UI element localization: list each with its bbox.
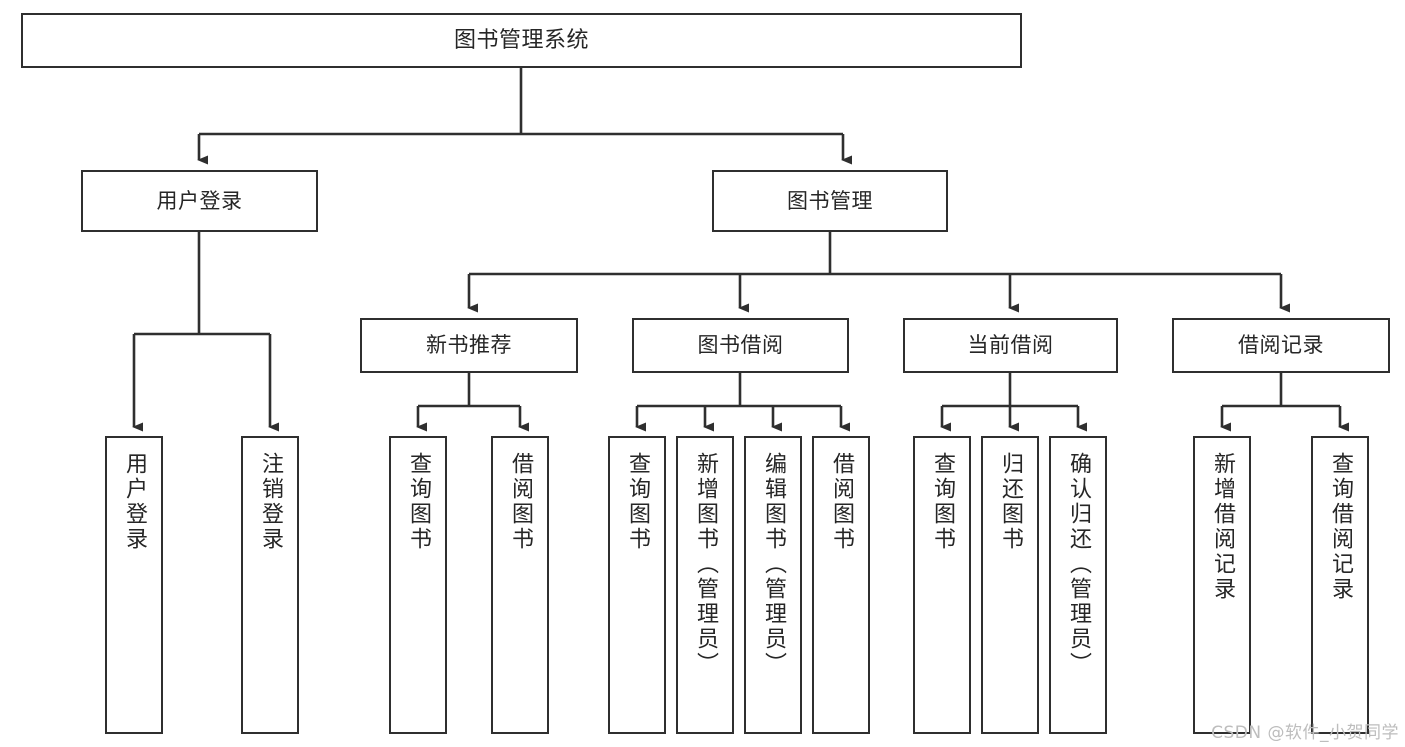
node-label: 借阅图书 bbox=[508, 452, 533, 552]
leaf-book-borrow-add[interactable]: 新增图书（管理员） bbox=[676, 436, 734, 734]
node-label: 用户登录 bbox=[122, 452, 147, 552]
node-label: 注销登录 bbox=[258, 452, 283, 552]
node-label: 图书管理系统 bbox=[453, 27, 589, 53]
leaf-new-book-borrow[interactable]: 借阅图书 bbox=[491, 436, 549, 734]
leaf-book-borrow-borrow[interactable]: 借阅图书 bbox=[812, 436, 870, 734]
node-label: 用户登录 bbox=[156, 188, 243, 213]
node-label: 当前借阅 bbox=[967, 333, 1054, 358]
node-label: 编辑图书（管理员） bbox=[761, 452, 786, 677]
leaf-borrow-record-add[interactable]: 新增借阅记录 bbox=[1193, 436, 1251, 734]
leaf-current-borrow-query[interactable]: 查询图书 bbox=[913, 436, 971, 734]
leaf-current-borrow-return[interactable]: 归还图书 bbox=[981, 436, 1039, 734]
node-label: 新书推荐 bbox=[426, 333, 512, 358]
leaf-book-borrow-edit[interactable]: 编辑图书（管理员） bbox=[744, 436, 802, 734]
node-borrow-record[interactable]: 借阅记录 bbox=[1172, 318, 1390, 373]
node-new-book-recommend[interactable]: 新书推荐 bbox=[360, 318, 578, 373]
node-label: 归还图书 bbox=[998, 452, 1023, 552]
node-label: 查询图书 bbox=[406, 452, 431, 552]
node-current-borrow[interactable]: 当前借阅 bbox=[903, 318, 1118, 373]
leaf-new-book-query[interactable]: 查询图书 bbox=[389, 436, 447, 734]
leaf-borrow-record-query[interactable]: 查询借阅记录 bbox=[1311, 436, 1369, 734]
node-label: 确认归还（管理员） bbox=[1066, 452, 1091, 677]
node-label: 查询图书 bbox=[930, 452, 955, 552]
node-label: 新增借阅记录 bbox=[1210, 452, 1235, 602]
node-root-library-system[interactable]: 图书管理系统 bbox=[21, 13, 1022, 68]
leaf-current-borrow-confirm-return[interactable]: 确认归还（管理员） bbox=[1049, 436, 1107, 734]
node-label: 借阅记录 bbox=[1238, 333, 1324, 358]
node-label: 新增图书（管理员） bbox=[693, 452, 718, 677]
node-book-borrow[interactable]: 图书借阅 bbox=[632, 318, 849, 373]
node-label: 图书借阅 bbox=[697, 333, 784, 358]
node-label: 查询借阅记录 bbox=[1328, 452, 1353, 602]
leaf-user-login-logout[interactable]: 注销登录 bbox=[241, 436, 299, 734]
leaf-book-borrow-query[interactable]: 查询图书 bbox=[608, 436, 666, 734]
node-book-management[interactable]: 图书管理 bbox=[712, 170, 948, 232]
node-label: 查询图书 bbox=[625, 452, 650, 552]
leaf-user-login-login[interactable]: 用户登录 bbox=[105, 436, 163, 734]
node-user-login[interactable]: 用户登录 bbox=[81, 170, 318, 232]
node-label: 借阅图书 bbox=[829, 452, 854, 552]
csdn-watermark: CSDN @软件_小贺同学 bbox=[1211, 723, 1399, 743]
node-label: 图书管理 bbox=[787, 188, 873, 213]
